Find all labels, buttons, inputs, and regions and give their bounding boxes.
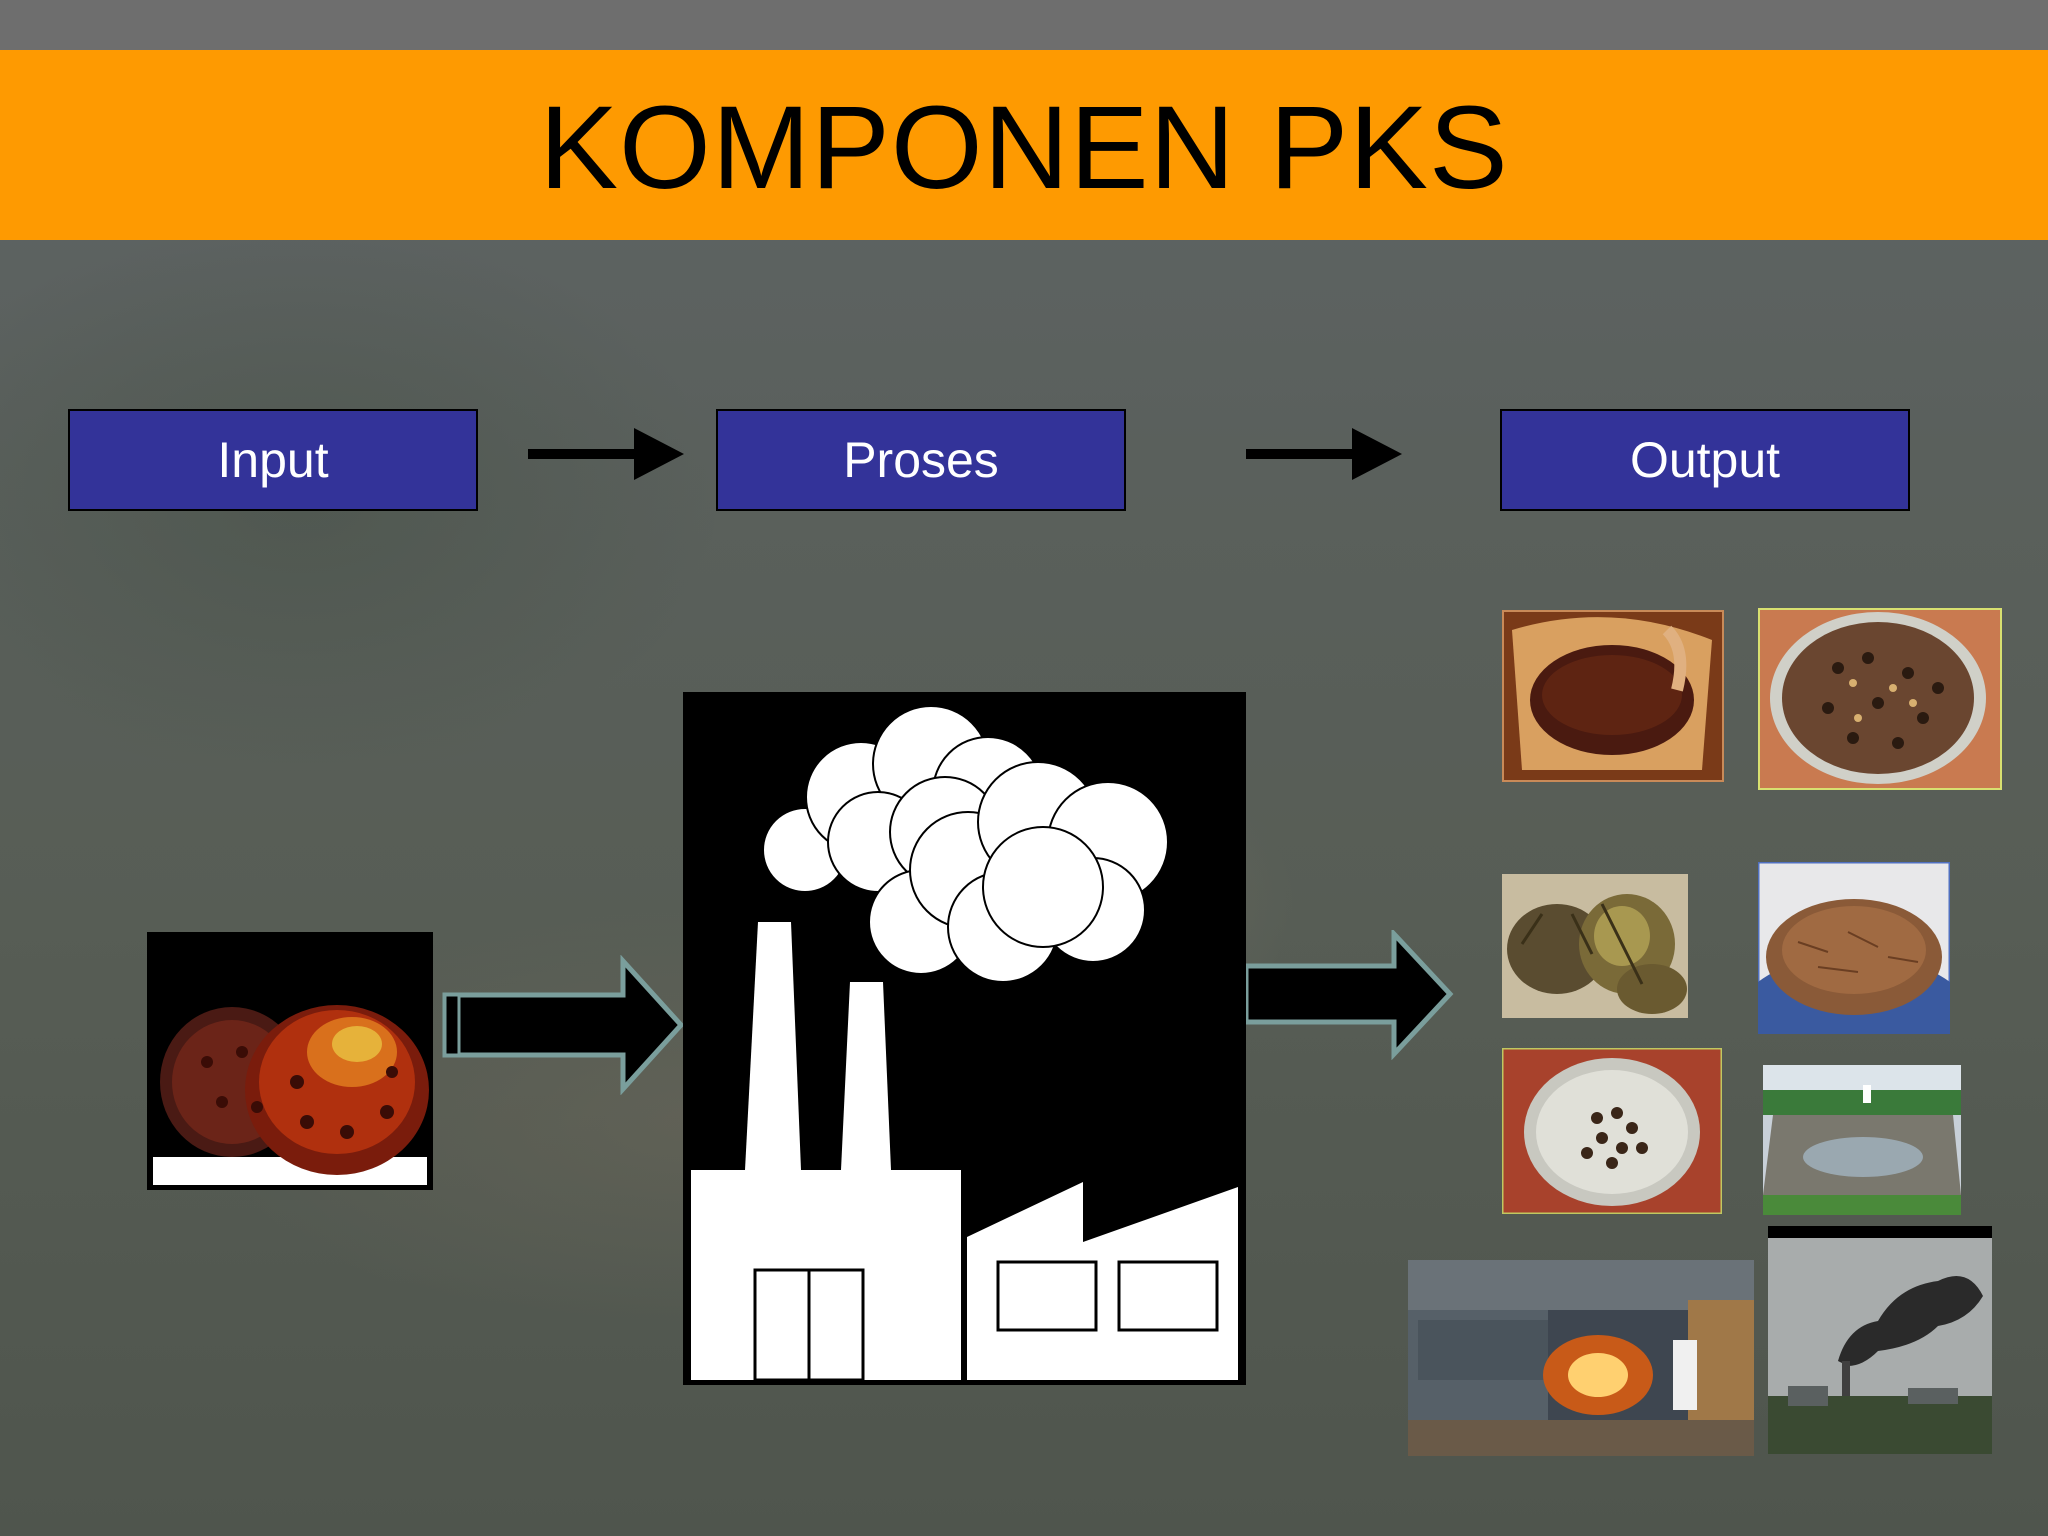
- arrow-input-to-process-icon: [528, 428, 684, 480]
- palm-fruit-bunch-photo: [147, 932, 433, 1190]
- palm-kernel-photo: [1758, 608, 2002, 790]
- input-box: Input: [68, 409, 478, 511]
- input-label: Input: [217, 432, 329, 488]
- output-label: Output: [1629, 432, 1781, 488]
- top-strip: [0, 0, 2048, 50]
- effluent-pond-photo: [1763, 1065, 1961, 1215]
- arrow-input-to-factory-icon: [442, 955, 685, 1095]
- shell-photo: [1502, 1048, 1722, 1214]
- chimney-smoke-photo: [1768, 1226, 1992, 1454]
- factory-icon: [691, 705, 1238, 1382]
- fiber-photo: [1758, 862, 1950, 1034]
- slide-title: KOMPONEN PKS: [539, 82, 1509, 214]
- process-label: Proses: [843, 432, 999, 488]
- boiler-ash-photo: [1408, 1260, 1754, 1456]
- factory-panel: [683, 692, 1246, 1385]
- empty-fruit-bunch-photo: [1502, 874, 1688, 1018]
- output-box: Output: [1500, 409, 1910, 511]
- arrow-factory-to-output-icon: [1246, 930, 1454, 1060]
- arrow-process-to-output-icon: [1246, 428, 1402, 480]
- process-box: Proses: [716, 409, 1126, 511]
- title-bar: KOMPONEN PKS: [0, 50, 2048, 240]
- crude-palm-oil-photo: [1502, 610, 1724, 782]
